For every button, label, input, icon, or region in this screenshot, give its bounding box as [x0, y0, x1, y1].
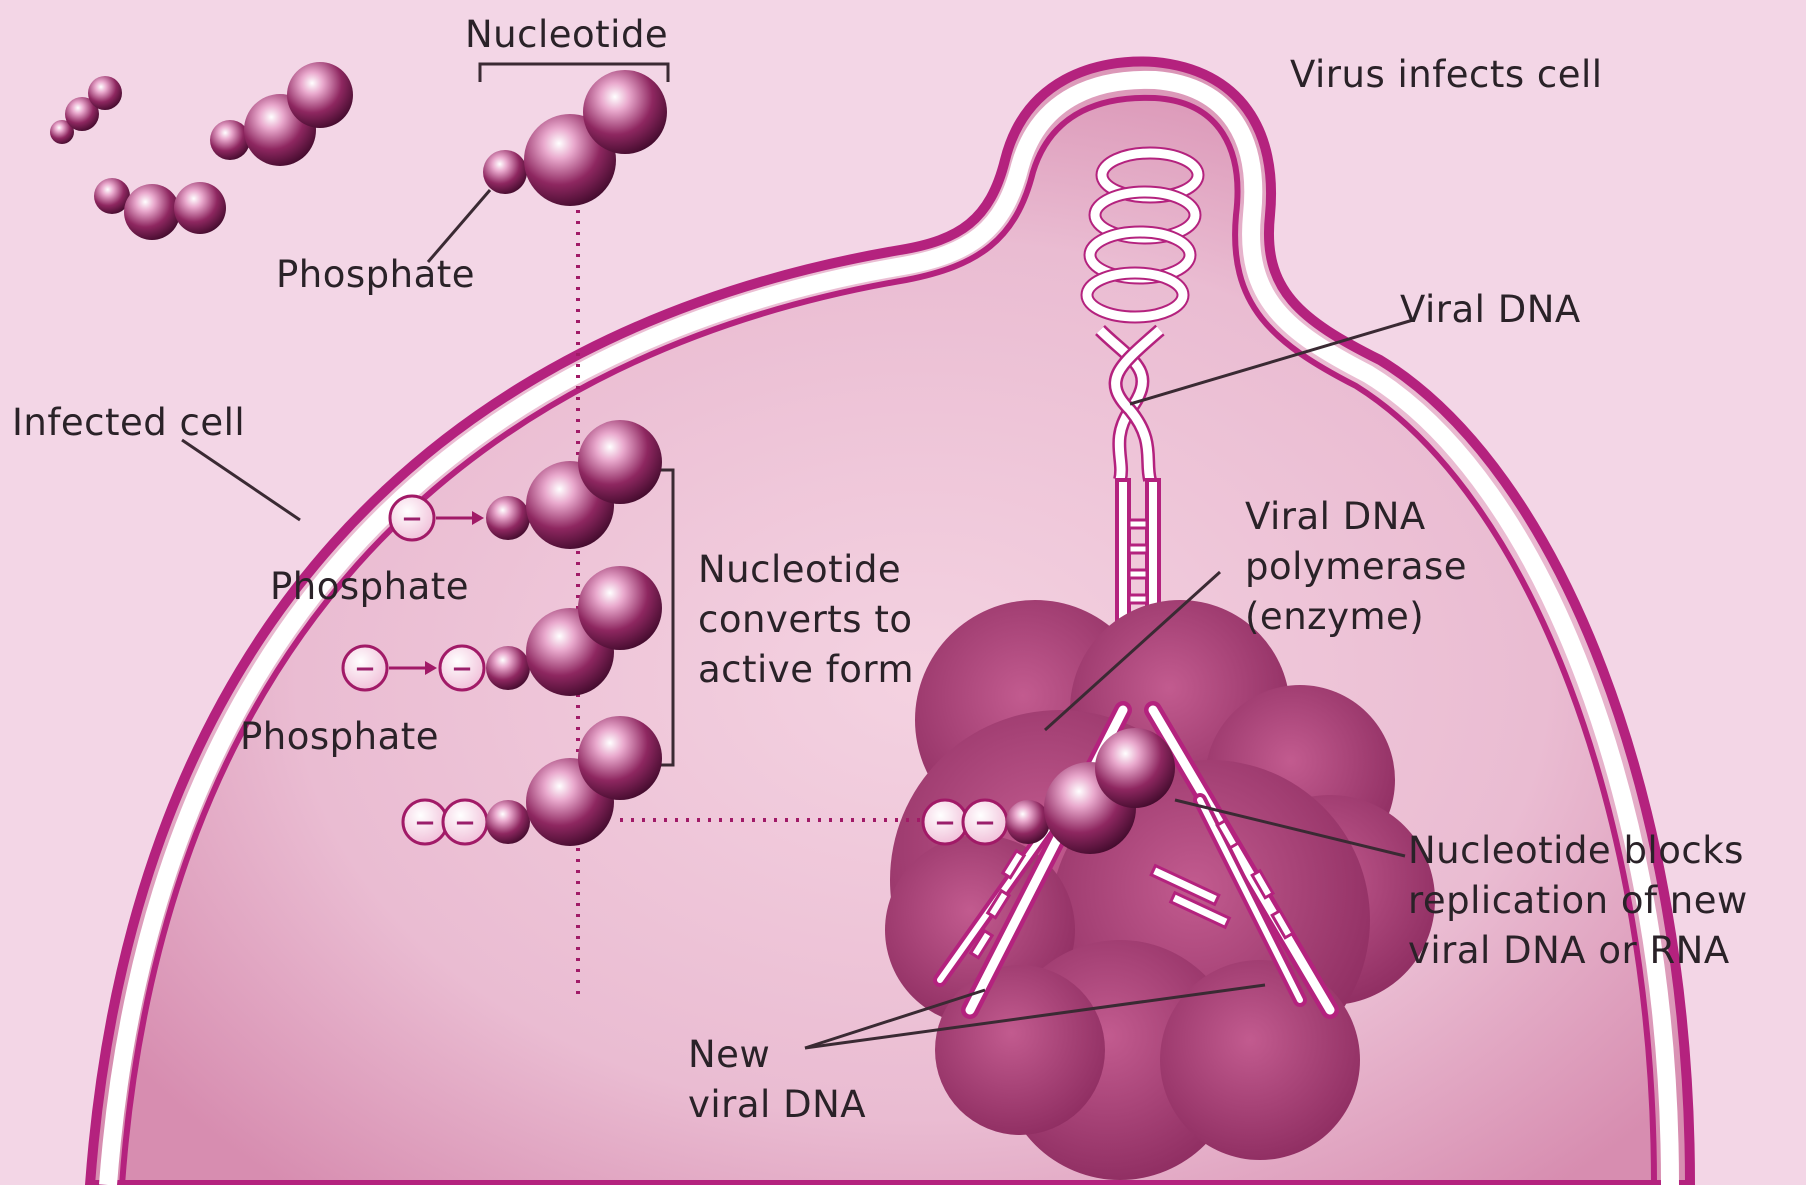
label-nucleotide-converts-line-3: active form	[698, 645, 914, 695]
phosphate-charge-7: −	[974, 808, 996, 838]
label-phosphate-1: Phosphate	[276, 250, 475, 300]
leader-infected-cell	[182, 440, 300, 520]
free-nucleotides	[50, 62, 353, 240]
label-infected-cell: Infected cell	[12, 398, 245, 448]
label-virus-infects-cell: Virus infects cell	[1290, 50, 1603, 100]
label-nucleotide-top: Nucleotide	[465, 10, 668, 60]
label-viral-dna-polymerase-line-3: (enzyme)	[1245, 592, 1467, 642]
label-new-viral-dna-line-2: viral DNA	[688, 1080, 866, 1130]
nucleotide-top	[483, 70, 667, 206]
free-nucleotide-1	[50, 76, 122, 144]
label-nucleotide-blocks-line-2: replication of new	[1408, 876, 1748, 926]
phosphate-charge-4: −	[414, 808, 436, 838]
phosphate-charge-1: −	[401, 504, 423, 534]
label-nucleotide-converts-line-1: Nucleotide	[698, 545, 914, 595]
label-viral-dna: Viral DNA	[1400, 285, 1581, 335]
phosphate-charge-6: −	[934, 808, 956, 838]
free-nucleotide-2	[210, 62, 353, 166]
label-viral-dna-polymerase-line-2: polymerase	[1245, 542, 1467, 592]
label-phosphate-3: Phosphate	[240, 712, 439, 762]
label-nucleotide-blocks-line-3: viral DNA or RNA	[1408, 926, 1748, 976]
label-new-viral-dna: New viral DNA	[688, 1030, 866, 1130]
label-nucleotide-converts-line-2: converts to	[698, 595, 914, 645]
phosphate-charge-3: −	[451, 654, 473, 684]
phosphate-charge-2: −	[354, 654, 376, 684]
phosphate-charge-5: −	[454, 808, 476, 838]
label-phosphate-2: Phosphate	[270, 562, 469, 612]
label-nucleotide-blocks-line-1: Nucleotide blocks	[1408, 826, 1748, 876]
label-nucleotide-converts: Nucleotide converts to active form	[698, 545, 914, 695]
label-viral-dna-polymerase: Viral DNA polymerase (enzyme)	[1245, 492, 1467, 642]
label-new-viral-dna-line-1: New	[688, 1030, 866, 1080]
label-nucleotide-blocks: Nucleotide blocks replication of new vir…	[1408, 826, 1748, 976]
free-nucleotide-3	[94, 178, 226, 240]
label-viral-dna-polymerase-line-1: Viral DNA	[1245, 492, 1467, 542]
